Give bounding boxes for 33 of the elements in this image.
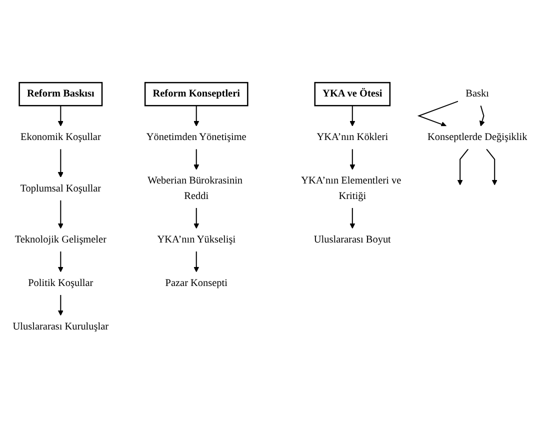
arrow bbox=[194, 251, 200, 272]
arrow bbox=[58, 106, 64, 126]
arrow bbox=[194, 106, 200, 126]
arrow bbox=[486, 148, 498, 186]
arrow bbox=[350, 208, 356, 229]
arrow bbox=[194, 149, 200, 170]
node-text: Weberian Bürokrasinin Reddi bbox=[148, 175, 243, 202]
node-box: Reform Konseptleri bbox=[144, 82, 248, 106]
arrow bbox=[350, 106, 356, 126]
node-text: Konseptlerde Değişiklik bbox=[427, 132, 528, 143]
node-text: Baskı bbox=[466, 88, 489, 100]
node-text: Yönetimden Yönetişime bbox=[146, 132, 246, 143]
node-text: YKA’nın Yükselişi bbox=[157, 234, 236, 246]
node-text: Politik Koşullar bbox=[28, 278, 94, 289]
arrow bbox=[350, 149, 356, 170]
arrow bbox=[194, 208, 200, 229]
node-text: Ekonomik Koşullar bbox=[20, 132, 101, 143]
arrow bbox=[457, 148, 469, 186]
arrow bbox=[58, 294, 64, 316]
node-text: Uluslararası Kuruluşlar bbox=[12, 321, 109, 332]
node-text: Pazar Konsepti bbox=[165, 278, 228, 289]
node-text: Teknolojik Gelişmeler bbox=[14, 234, 106, 246]
arrow bbox=[479, 105, 485, 126]
node-box: YKA ve Ötesi bbox=[314, 82, 391, 106]
arrow bbox=[58, 251, 64, 272]
node-text: Uluslararası Boyut bbox=[314, 234, 391, 246]
arrow bbox=[417, 100, 458, 127]
node-text: YKA’nın Kökleri bbox=[316, 132, 388, 143]
arrow bbox=[58, 149, 64, 178]
node-text: Toplumsal Koşullar bbox=[20, 183, 102, 194]
node-text: YKA’nın Elementleri ve Kritiği bbox=[301, 175, 402, 202]
node-box: Reform Baskısı bbox=[18, 82, 103, 106]
arrow bbox=[58, 200, 64, 229]
